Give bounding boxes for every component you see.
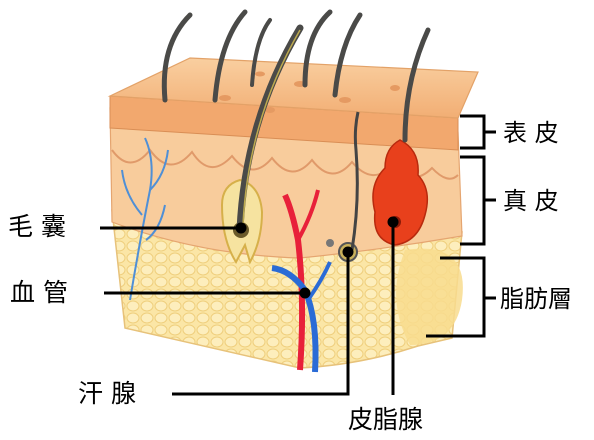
label-epidermis: 表 皮 — [503, 121, 559, 145]
label-hair-follicle: 毛 囊 — [8, 214, 66, 239]
label-fat-layer: 脂肪層 — [500, 287, 572, 311]
label-sweat-gland: 汗 腺 — [78, 381, 136, 406]
label-sebaceous-gland: 皮脂腺 — [348, 407, 423, 432]
label-blood-vessel: 血 管 — [10, 280, 68, 305]
label-dermis: 真 皮 — [503, 189, 559, 213]
